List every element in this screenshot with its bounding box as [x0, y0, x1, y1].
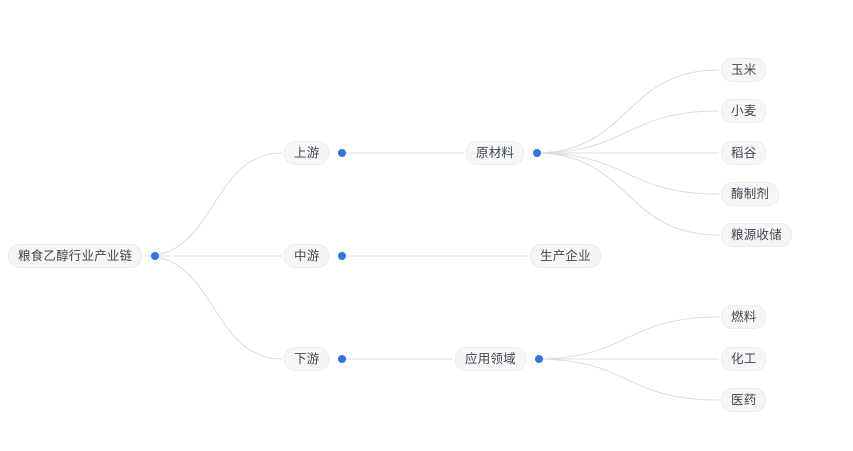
- tree-node-label: 中游: [284, 244, 330, 268]
- tree-node-label: 粮源收储: [721, 223, 792, 247]
- tree-node-label: 稻谷: [721, 141, 767, 165]
- tree-node-label: 燃料: [721, 305, 767, 329]
- tree-node-connector-dot[interactable]: [338, 252, 347, 260]
- tree-node-rice[interactable]: 稻谷: [721, 141, 767, 165]
- tree-node-downstream[interactable]: 下游: [284, 347, 347, 371]
- tree-edge: [534, 358, 720, 401]
- tree-node-pharma[interactable]: 医药: [721, 388, 767, 412]
- tree-node-label: 原材料: [466, 141, 525, 165]
- tree-node-storage[interactable]: 粮源收储: [721, 223, 792, 247]
- tree-node-connector-dot[interactable]: [338, 149, 347, 157]
- tree-node-label: 玉米: [721, 58, 767, 82]
- tree-node-connector-dot[interactable]: [533, 149, 542, 157]
- tree-node-label: 小麦: [721, 99, 767, 123]
- tree-node-corn[interactable]: 玉米: [721, 58, 767, 82]
- tree-node-chemical[interactable]: 化工: [721, 347, 767, 371]
- tree-node-connector-dot[interactable]: [151, 252, 160, 260]
- tree-node-label: 下游: [284, 347, 330, 371]
- tree-edge: [534, 152, 720, 195]
- tree-node-appfields[interactable]: 应用领域: [455, 347, 543, 371]
- tree-edge: [144, 152, 283, 257]
- tree-node-label: 上游: [284, 141, 330, 165]
- tree-node-label: 生产企业: [530, 244, 601, 268]
- tree-node-connector-dot[interactable]: [338, 355, 347, 363]
- tree-edge: [144, 255, 283, 360]
- tree-node-enzyme[interactable]: 酶制剂: [721, 182, 780, 206]
- tree-node-connector-dot[interactable]: [534, 355, 543, 363]
- tree-node-upstream[interactable]: 上游: [284, 141, 347, 165]
- tree-node-label: 酶制剂: [721, 182, 780, 206]
- tree-node-fuel[interactable]: 燃料: [721, 305, 767, 329]
- tree-edge: [534, 152, 720, 236]
- tree-node-label: 应用领域: [455, 347, 526, 371]
- tree-edge: [534, 316, 720, 360]
- tree-node-wheat[interactable]: 小麦: [721, 99, 767, 123]
- tree-node-label: 粮食乙醇行业产业链: [8, 244, 143, 268]
- tree-edge: [534, 69, 720, 154]
- tree-node-producers[interactable]: 生产企业: [530, 244, 601, 268]
- tree-node-root[interactable]: 粮食乙醇行业产业链: [8, 244, 160, 268]
- tree-node-rawmat[interactable]: 原材料: [466, 141, 542, 165]
- tree-edge: [534, 110, 720, 154]
- tree-node-label: 化工: [721, 347, 767, 371]
- tree-node-midstream[interactable]: 中游: [284, 244, 347, 268]
- tree-node-label: 医药: [721, 388, 767, 412]
